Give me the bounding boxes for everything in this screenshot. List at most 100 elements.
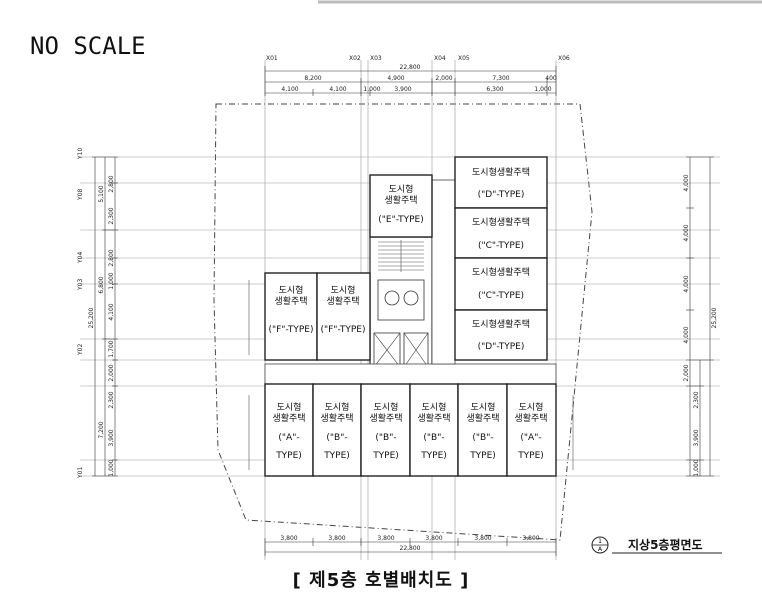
unit-c-bottom-line1: 도시형생활주택 <box>472 266 530 278</box>
left-axis-labels: Y10 Y08 Y04 Y03 Y02 Y01 <box>77 148 84 479</box>
bottom-dim-6: 3,800 <box>522 535 539 542</box>
corridor-vertical <box>431 179 456 365</box>
left-dim2-9: 3,900 <box>108 429 115 446</box>
unit-a-1 <box>264 383 314 477</box>
axis-label-x04: X04 <box>434 55 446 62</box>
axis-label-y03: Y03 <box>77 279 84 291</box>
right-dim-3: 4,000 <box>683 275 690 292</box>
axis-label-y02: Y02 <box>77 344 84 356</box>
no-scale-label: NO SCALE <box>30 32 146 60</box>
unit-f2-type: ("F"-TYPE) <box>320 325 365 335</box>
right-dim-4: 4,000 <box>683 326 690 343</box>
left-dim2-1: 2,800 <box>108 175 115 192</box>
top-dim2-3: 1,000 <box>363 86 380 93</box>
stairs <box>378 240 424 272</box>
top-dim-1: 8,200 <box>304 75 321 82</box>
section-mark-top: 1 <box>598 538 602 545</box>
unit-a1-line2: 생활주택 <box>272 412 305 424</box>
unit-d-top-type: ("D"-TYPE) <box>478 190 525 200</box>
unit-e-line2: 생활주택 <box>384 194 417 206</box>
bottom-dimension-lines <box>264 538 557 556</box>
right-total-dimension: 25,200 <box>711 307 718 328</box>
unit-e-line1: 도시형 <box>389 184 414 195</box>
unit-b2-line1: 도시형 <box>374 402 399 413</box>
corridor <box>264 363 557 385</box>
bottom-row-dimensions: 3,800 3,800 3,800 3,800 3,800 3,800 <box>280 535 539 542</box>
building-core <box>369 236 433 376</box>
right-row-dimensions: 4,000 4,000 4,000 4,000 2,000 2,300 3,90… <box>683 174 700 476</box>
unit-b4-line2: 생활주택 <box>466 412 499 424</box>
axis-label-x05: X05 <box>458 55 470 62</box>
axis-label-x03: X03 <box>370 55 382 62</box>
right-dimension-lines <box>686 156 714 477</box>
unit-a2-type1: ("A"- <box>520 433 541 443</box>
unit-b-3 <box>409 383 459 477</box>
bottom-dim-3: 3,800 <box>377 535 394 542</box>
unit-b-4 <box>457 383 508 477</box>
unit-b1-type2: TYPE) <box>323 451 350 461</box>
unit-a1-type2: TYPE) <box>275 451 302 461</box>
right-dim-2: 4,000 <box>683 224 690 241</box>
unit-f-2 <box>316 272 371 361</box>
left-dim2-8: 2,300 <box>108 391 115 408</box>
unit-b3-line1: 도시형 <box>422 402 447 413</box>
bottom-units-row: 도시형 생활주택 ("A"- TYPE) 도시형 생활주택 ("B"- TYPE… <box>264 383 557 477</box>
left-dimension-lines <box>92 156 118 477</box>
elevator-room <box>377 279 425 321</box>
left-dim2-2: 2,300 <box>108 207 115 224</box>
unit-c-top-type: ("C"-TYPE) <box>478 241 524 251</box>
right-dim-7: 3,900 <box>693 429 700 446</box>
left-dim2-3: 2,800 <box>108 249 115 266</box>
bottom-dim-4: 3,800 <box>425 535 442 542</box>
left-total-dimension: 25,200 <box>88 307 95 328</box>
top-dim2-2: 4,100 <box>329 86 346 93</box>
site-boundary <box>213 103 593 541</box>
unit-c-top <box>454 207 548 259</box>
axis-label-y01: Y01 <box>77 467 84 479</box>
section-mark-bottom: A <box>598 546 603 553</box>
unit-a1-line1: 도시형 <box>277 402 302 413</box>
unit-b1-line1: 도시형 <box>325 402 350 413</box>
left-dim-1: 5,100 <box>98 185 105 202</box>
right-dim-5: 2,000 <box>683 364 690 381</box>
top-dim-3: 2,000 <box>435 75 452 82</box>
left-row2-dimensions: 2,800 2,300 2,800 1,000 4,100 1,700 2,00… <box>108 175 115 476</box>
unit-b1-type1: ("B"- <box>326 433 347 443</box>
unit-f1-line2: 생활주택 <box>274 295 307 307</box>
left-dim2-4: 1,000 <box>108 272 115 289</box>
left-dim2-10: 1,000 <box>108 459 115 476</box>
left-row1-dimensions: 5,100 6,800 7,200 <box>98 185 105 438</box>
bottom-dim-1: 3,800 <box>280 535 297 542</box>
top-dim-4: 7,300 <box>492 75 509 82</box>
unit-b1-line2: 생활주택 <box>320 412 353 424</box>
unit-f1-line1: 도시형 <box>279 285 304 296</box>
right-dim-8: 1,000 <box>693 459 700 476</box>
unit-f2-line1: 도시형 <box>331 285 356 296</box>
unit-d-top <box>454 156 548 209</box>
top-dim2-6: 1,000 <box>534 86 551 93</box>
left-dim-2: 6,800 <box>98 276 105 293</box>
unit-b2-type2: TYPE) <box>372 451 399 461</box>
unit-a2-line2: 생활주택 <box>514 412 547 424</box>
top-dim2-1: 4,100 <box>281 86 298 93</box>
top-dim2-4: 3,900 <box>394 86 411 93</box>
bottom-dim-5: 3,800 <box>474 535 491 542</box>
unit-f1-type: ("F"-TYPE) <box>268 325 313 335</box>
unit-b4-line1: 도시형 <box>471 402 496 413</box>
axis-label-y08: Y08 <box>77 189 84 201</box>
unit-a1-type1: ("A"- <box>278 433 299 443</box>
axis-label-x06: X06 <box>558 55 570 62</box>
unit-c-bottom-type: ("C"-TYPE) <box>478 291 524 301</box>
unit-b3-type1: ("B"- <box>423 433 444 443</box>
unit-d-bottom-line1: 도시형생활주택 <box>472 318 530 330</box>
unit-c-top-line1: 도시형생활주택 <box>472 216 530 228</box>
unit-f2-line2: 생활주택 <box>326 295 359 307</box>
top-dimension-lines <box>264 66 557 96</box>
top-dim2-5: 6,300 <box>486 86 503 93</box>
left-dim2-7: 2,000 <box>108 364 115 381</box>
unit-b-2 <box>360 383 411 477</box>
balcony-ticks <box>248 280 574 470</box>
page-title: [ 제5층 호별배치도 ] <box>292 570 470 591</box>
